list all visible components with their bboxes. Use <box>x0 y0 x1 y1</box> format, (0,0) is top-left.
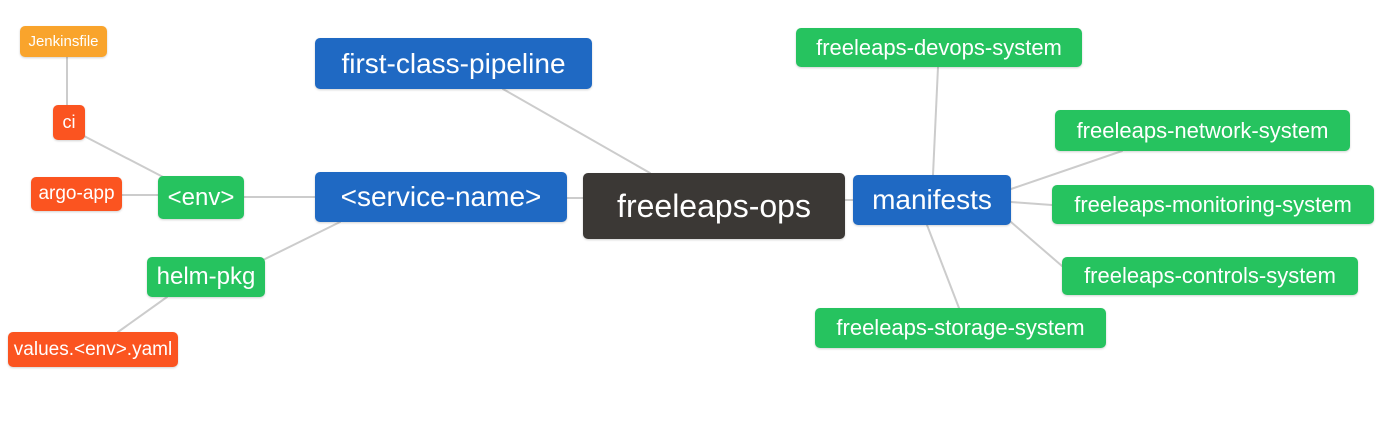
node-freeleaps-ops[interactable]: freeleaps-ops <box>583 173 845 239</box>
node-freeleaps-storage-system[interactable]: freeleaps-storage-system <box>815 308 1106 348</box>
edge-manifests-freeleaps-devops-system <box>932 66 939 176</box>
node-jenkinsfile[interactable]: Jenkinsfile <box>20 26 107 57</box>
edge-manifests-freeleaps-controls-system <box>1010 221 1063 267</box>
edge-manifests-freeleaps-monitoring-system <box>1010 201 1053 206</box>
node-freeleaps-network-system[interactable]: freeleaps-network-system <box>1055 110 1350 151</box>
node-service-name[interactable]: <service-name> <box>315 172 567 222</box>
node-freeleaps-monitoring-system[interactable]: freeleaps-monitoring-system <box>1052 185 1374 224</box>
edge-values-env-yaml-helm-pkg <box>117 296 168 333</box>
node-env[interactable]: <env> <box>158 176 244 219</box>
node-manifests[interactable]: manifests <box>853 175 1011 225</box>
edge-first-class-pipeline-freeleaps-ops <box>502 88 651 174</box>
edge-manifests-freeleaps-network-system <box>1010 150 1123 190</box>
node-first-class-pipeline[interactable]: first-class-pipeline <box>315 38 592 89</box>
node-freeleaps-controls-system[interactable]: freeleaps-controls-system <box>1062 257 1358 295</box>
node-freeleaps-devops-system[interactable]: freeleaps-devops-system <box>796 28 1082 67</box>
edge-helm-pkg-service-name <box>264 221 341 260</box>
edge-ci-env <box>83 135 166 179</box>
node-ci[interactable]: ci <box>53 105 85 140</box>
edge-manifests-freeleaps-storage-system <box>926 224 960 309</box>
node-argo-app[interactable]: argo-app <box>31 177 122 211</box>
node-values-env-yaml[interactable]: values.<env>.yaml <box>8 332 178 367</box>
node-helm-pkg[interactable]: helm-pkg <box>147 257 265 297</box>
